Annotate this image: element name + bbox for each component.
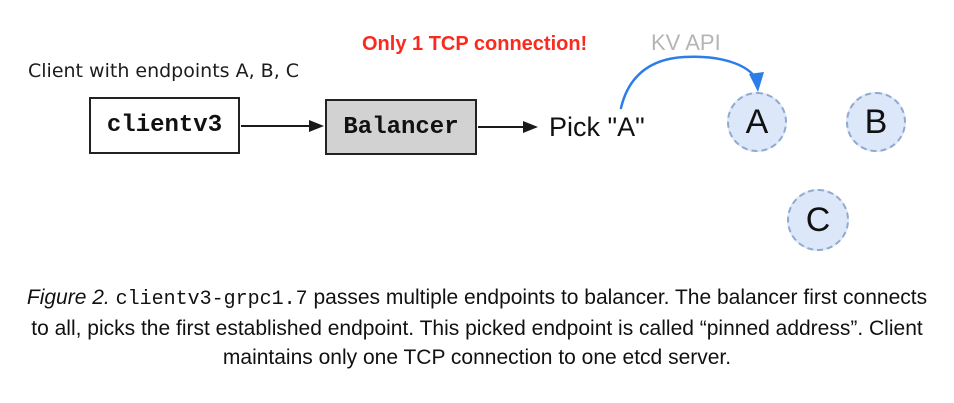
clientv3-box: clientv3 <box>89 97 240 154</box>
figure-caption-text: passes multiple endpoints to balancer. T… <box>31 286 928 369</box>
tcp-connection-note: Only 1 TCP connection! <box>362 33 588 55</box>
endpoint-circle-a: A <box>727 92 787 152</box>
arrow-client-to-balancer <box>241 120 324 132</box>
figure-number-label: Figure 2. <box>26 286 116 309</box>
balancer-box-label: Balancer <box>343 113 459 141</box>
endpoint-c-label: C <box>805 200 831 239</box>
figure-caption: Figure 2. clientv3-grpc1.7 passes multip… <box>24 283 930 372</box>
balancer-box: Balancer <box>325 99 477 155</box>
endpoint-circle-c: C <box>787 189 849 251</box>
endpoint-a-label: A <box>745 102 769 141</box>
arrow-balancer-to-pick <box>478 121 538 133</box>
kv-api-label: KV API <box>651 30 721 55</box>
endpoint-b-label: B <box>864 102 888 141</box>
endpoint-circle-b: B <box>846 92 906 152</box>
figure-caption-code: clientv3-grpc1.7 <box>115 288 308 311</box>
pick-a-label: Pick "A" <box>549 112 645 142</box>
client-endpoints-label: Client with endpoints A, B, C <box>28 60 300 82</box>
clientv3-box-label: clientv3 <box>106 112 223 139</box>
